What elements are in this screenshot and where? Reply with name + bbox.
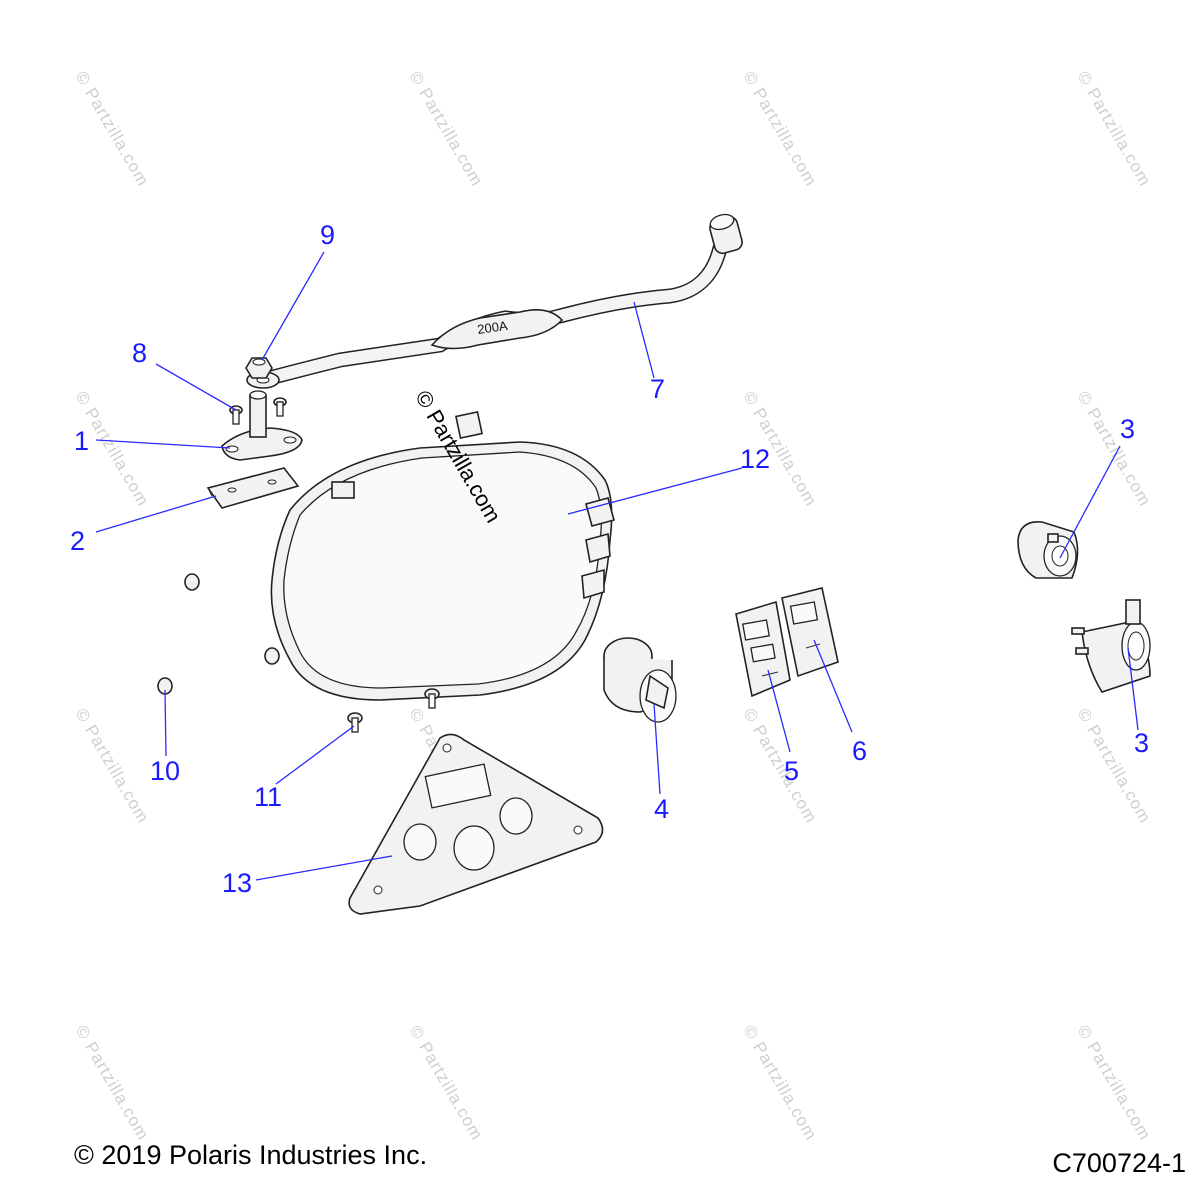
- callout-6: 6: [852, 736, 867, 766]
- callout-10: 10: [150, 756, 180, 786]
- callout-2: 2: [70, 526, 85, 556]
- ignition-switch: [603, 637, 677, 723]
- fuse-rating-label: 200A: [476, 318, 508, 337]
- mounting-bracket: [206, 467, 300, 509]
- instrument-cluster: [270, 411, 615, 701]
- callout-9: 9: [320, 220, 335, 250]
- terminal-stud: [221, 390, 303, 461]
- callout-4: 4: [654, 794, 669, 824]
- nut: [245, 357, 273, 379]
- callout-3-upper: 3: [1120, 414, 1135, 444]
- mounting-screws: [347, 688, 440, 733]
- callout-13: 13: [222, 868, 252, 898]
- power-outlet-top: [1017, 521, 1079, 579]
- rocker-switch-left: [735, 600, 791, 698]
- callout-numbers: 1 2 3 3 4 5 6 7 8 9 10 11 12 13: [70, 220, 1149, 898]
- rocker-switch-right: [781, 587, 839, 678]
- power-outlet-bottom: [1071, 599, 1151, 693]
- battery-cable-with-fuse: 200A: [246, 213, 743, 389]
- grommets: [157, 573, 280, 695]
- leader-lines: [95, 251, 1139, 881]
- callout-3-lower: 3: [1134, 728, 1149, 758]
- callout-1: 1: [74, 426, 89, 456]
- callout-12: 12: [740, 444, 770, 474]
- callout-7: 7: [650, 374, 665, 404]
- dash-mounting-plate: [348, 733, 604, 915]
- copyright-notice: © 2019 Polaris Industries Inc.: [74, 1140, 428, 1170]
- callout-5: 5: [784, 756, 799, 786]
- diagram-code: C700724-1: [1052, 1148, 1186, 1178]
- callout-8: 8: [132, 338, 147, 368]
- callout-11: 11: [254, 782, 282, 812]
